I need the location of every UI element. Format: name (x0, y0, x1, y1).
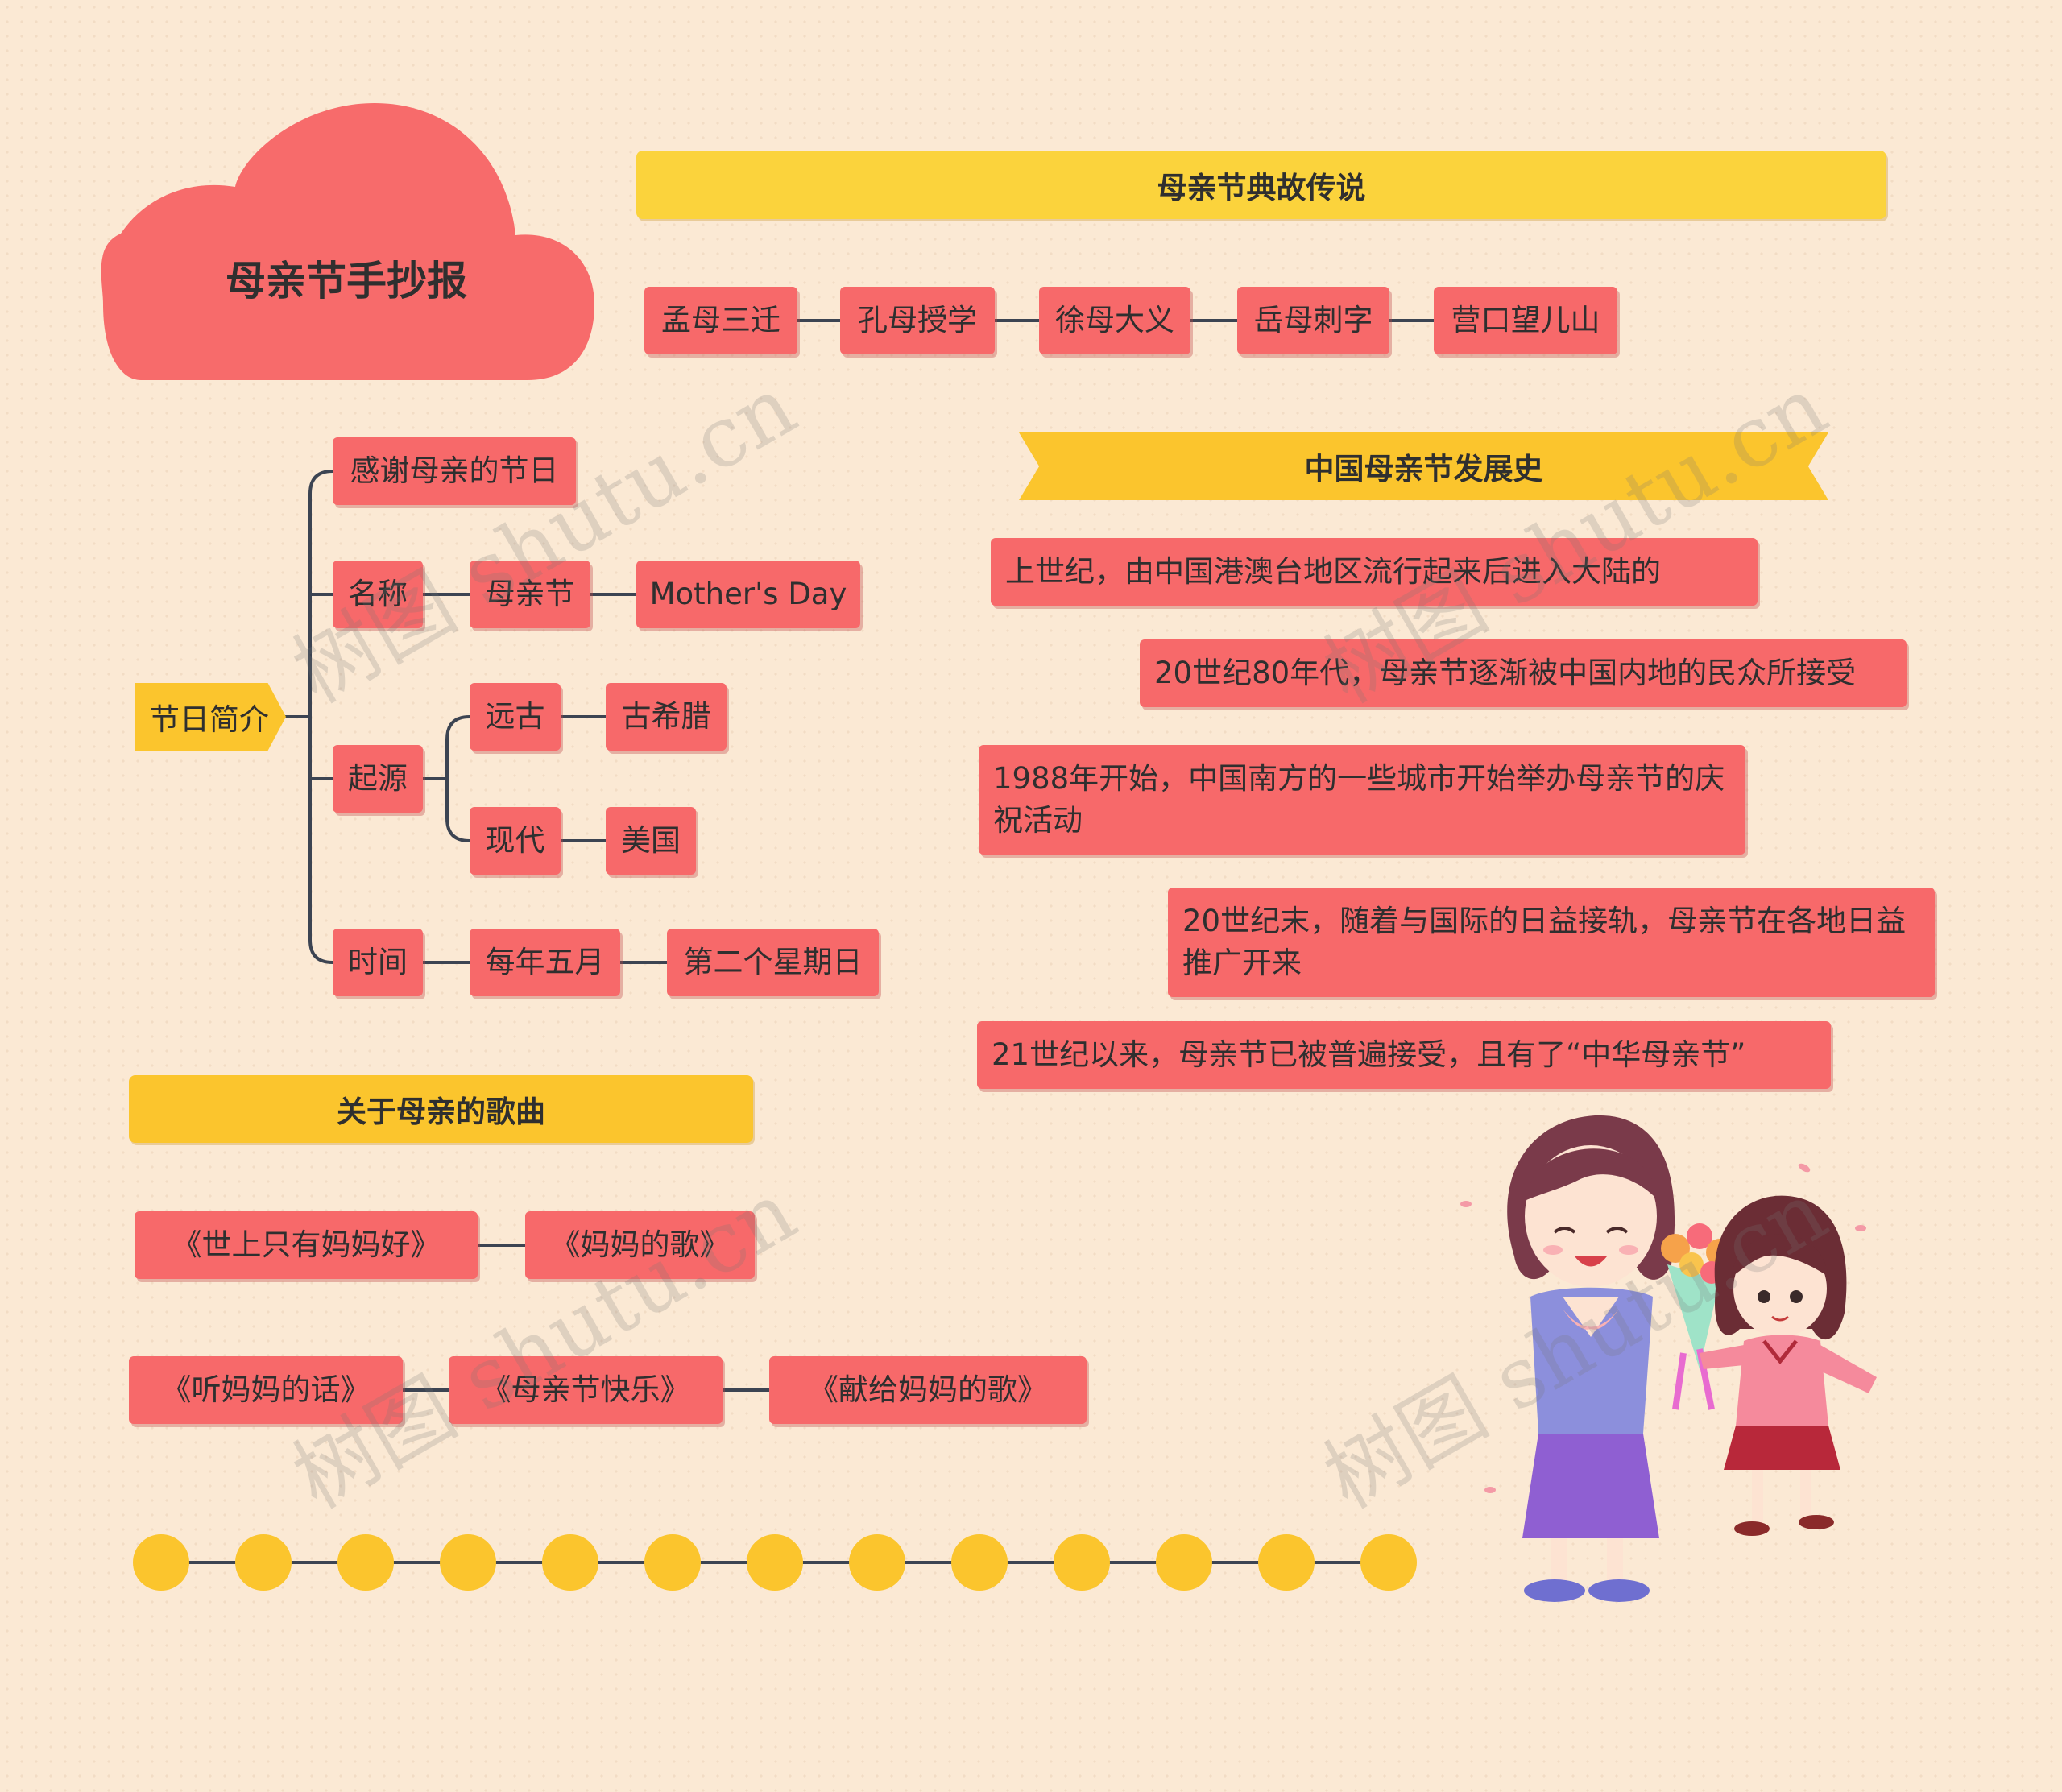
decor-dot (747, 1534, 803, 1591)
intro-name-cn: 母亲节 (470, 561, 590, 628)
intro-origin-ancient: 远古 (470, 683, 561, 751)
legend-item: 营口望儿山 (1434, 287, 1617, 354)
legend-item: 孔母授学 (840, 287, 995, 354)
song-item: 《母亲节快乐》 (449, 1356, 723, 1424)
history-item: 21世纪以来，母亲节已被普遍接受，且有了“中华母亲节” (977, 1021, 1831, 1089)
decor-dot (235, 1534, 292, 1591)
history-item: 1988年开始，中国南方的一些城市开始举办母亲节的庆祝活动 (979, 745, 1745, 855)
legend-item: 岳母刺字 (1237, 287, 1389, 354)
decor-dot (542, 1534, 598, 1591)
intro-time-month: 每年五月 (470, 929, 620, 996)
intro-name-label: 名称 (333, 561, 423, 628)
song-item: 《世上只有妈妈好》 (135, 1211, 478, 1279)
history-item: 上世纪，由中国港澳台地区流行起来后进入大陆的 (991, 538, 1758, 606)
decor-dot (1156, 1534, 1212, 1591)
intro-origin-modern-place: 美国 (606, 807, 696, 875)
intro-thanks: 感谢母亲的节日 (333, 437, 576, 505)
song-item: 《听妈妈的话》 (129, 1356, 403, 1424)
decor-dot (440, 1534, 496, 1591)
title-cloud (101, 103, 595, 380)
song-item: 《妈妈的歌》 (525, 1211, 755, 1279)
history-item: 20世纪末，随着与国际的日益接轨，母亲节在各地日益推广开来 (1168, 888, 1935, 997)
history-ribbon: 中国母亲节发展史 (1019, 432, 1828, 500)
intro-root-tag: 节日简介 (135, 683, 286, 751)
song-item: 《献给妈妈的歌》 (769, 1356, 1087, 1424)
intro-time-label: 时间 (333, 929, 423, 996)
legend-item: 孟母三迁 (644, 287, 797, 354)
intro-time-day: 第二个星期日 (667, 929, 879, 996)
intro-origin-modern: 现代 (470, 807, 561, 875)
decor-dot (133, 1534, 189, 1591)
legends-banner: 母亲节典故传说 (636, 151, 1886, 219)
mother-daughter-illustration (1460, 1115, 1877, 1602)
decor-dot (951, 1534, 1008, 1591)
decor-dot (849, 1534, 905, 1591)
decor-dot (337, 1534, 394, 1591)
intro-name-en: Mother's Day (636, 561, 860, 628)
legend-item: 徐母大义 (1039, 287, 1190, 354)
decor-dot (1360, 1534, 1417, 1591)
page-title: 母亲节手抄报 (226, 258, 467, 304)
songs-banner: 关于母亲的歌曲 (129, 1075, 753, 1143)
decor-dot (1054, 1534, 1110, 1591)
intro-origin-label: 起源 (333, 745, 423, 813)
decor-dot (1258, 1534, 1315, 1591)
intro-origin-ancient-place: 古希腊 (606, 683, 727, 751)
history-item: 20世纪80年代，母亲节逐渐被中国内地的民众所接受 (1140, 639, 1907, 707)
decor-dot (644, 1534, 701, 1591)
